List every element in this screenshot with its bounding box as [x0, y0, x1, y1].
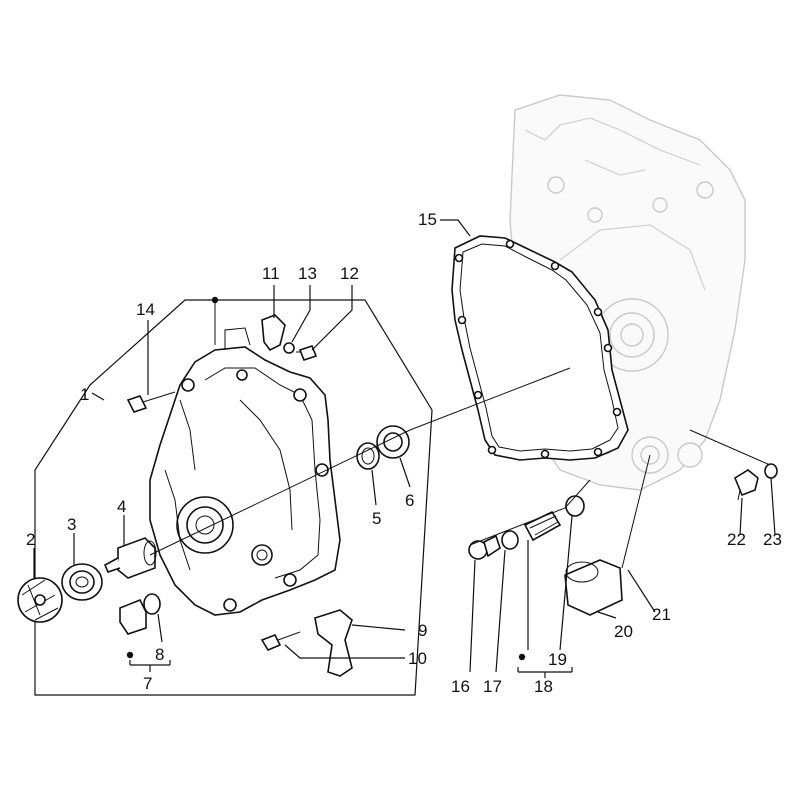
oil-filter-20	[564, 559, 623, 616]
bolt-12	[296, 345, 318, 361]
bracket-11	[261, 314, 286, 352]
callout-23: 23	[763, 530, 782, 549]
bolt-14	[126, 391, 176, 413]
callout-8: 8	[155, 645, 164, 664]
bracket-9	[314, 609, 353, 677]
callout-10: 10	[408, 649, 427, 668]
callout-7: 7	[143, 674, 152, 693]
callout-labels: 1 2 3 4 5 6 7 8 9 10 11 12 13 14 15 16 1…	[26, 210, 782, 696]
callout-17: 17	[483, 677, 502, 696]
impeller-2	[17, 577, 63, 623]
filter-screen-18	[523, 510, 562, 542]
reference-dots	[126, 296, 526, 661]
o-ring-19	[565, 495, 585, 517]
drain-plug-16	[468, 534, 501, 560]
o-ring-17	[501, 530, 519, 550]
callout-12: 12	[340, 264, 359, 283]
plug-8	[119, 593, 161, 635]
callout-16: 16	[451, 677, 470, 696]
gasket-15	[451, 235, 629, 461]
callout-18: 18	[534, 677, 553, 696]
bolt-10	[260, 631, 301, 652]
callout-2: 2	[26, 530, 35, 549]
callout-9: 9	[418, 621, 427, 640]
callout-15: 15	[418, 210, 437, 229]
bearing-6	[376, 425, 410, 459]
leader-lines	[33, 219, 776, 678]
callout-13: 13	[298, 264, 317, 283]
pump-shaft-4	[103, 537, 157, 579]
callout-11: 11	[262, 264, 280, 283]
callout-21: 21	[652, 605, 671, 624]
sensor-22	[734, 469, 759, 501]
callout-6: 6	[405, 491, 414, 510]
callout-5: 5	[372, 509, 381, 528]
callout-14: 14	[136, 300, 155, 319]
callout-19: 19	[548, 650, 567, 669]
callout-22: 22	[727, 530, 746, 549]
washer-23	[764, 463, 778, 479]
callout-3: 3	[67, 515, 76, 534]
callout-20: 20	[614, 622, 633, 641]
callout-4: 4	[117, 497, 126, 516]
washer-13	[283, 342, 295, 354]
seal-3	[61, 563, 103, 601]
callout-1: 1	[80, 385, 89, 404]
side-cover-1	[149, 327, 341, 616]
